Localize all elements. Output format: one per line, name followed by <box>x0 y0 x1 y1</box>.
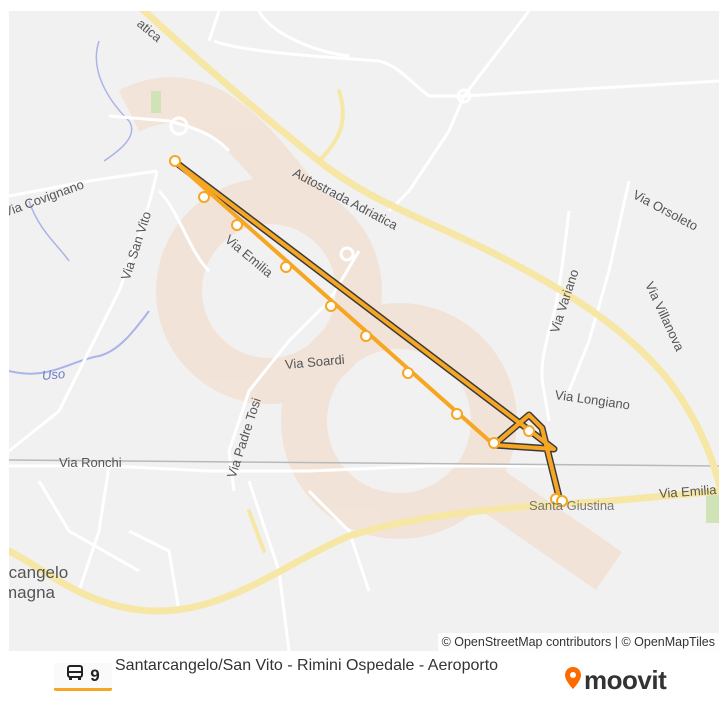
brand-name: moovit <box>584 665 667 695</box>
moovit-watermark <box>118 77 623 590</box>
street-label-via-ronchi: Via Ronchi <box>59 455 122 470</box>
park-area <box>151 91 161 113</box>
map-attribution[interactable]: © OpenStreetMap contributors | © OpenMap… <box>437 633 719 651</box>
route-stop[interactable] <box>488 437 500 449</box>
route-map[interactable]: atica Autostrada Adriatica Via Covignano… <box>9 11 719 651</box>
park-area <box>706 491 719 523</box>
route-stop[interactable] <box>169 155 181 167</box>
roundabout <box>339 246 355 262</box>
place-label-santa-giustina: Santa Giustina <box>529 498 615 513</box>
roundabout <box>456 88 472 104</box>
route-stop[interactable] <box>280 261 292 273</box>
roundabout <box>169 116 189 136</box>
major-roads <box>9 11 719 615</box>
river-uso <box>9 310 150 375</box>
route-stop[interactable] <box>231 219 243 231</box>
town-label: rcangelo magna <box>9 563 68 602</box>
street-label-via-emilia-east: Via Emilia <box>658 482 717 501</box>
route-footer: 9 Santarcangelo/San Vito - Rimini Ospeda… <box>9 651 719 706</box>
route-stop[interactable] <box>523 425 535 437</box>
route-stop[interactable] <box>451 408 463 420</box>
water-label-uso: Uso <box>41 366 66 383</box>
town-label-line-2: magna <box>9 582 55 602</box>
railway <box>9 459 719 467</box>
route-stops <box>169 155 568 507</box>
town-label-line-1: rcangelo <box>9 563 69 582</box>
route-stop[interactable] <box>325 300 337 312</box>
route-number: 9 <box>90 665 100 685</box>
route-stop[interactable] <box>556 495 568 507</box>
route-stop[interactable] <box>402 367 414 379</box>
stream <box>28 200 70 262</box>
minor-roads <box>9 11 719 651</box>
route-line <box>172 159 562 502</box>
route-badge: 9 <box>54 663 112 691</box>
route-stop[interactable] <box>360 330 372 342</box>
location-pin-icon <box>564 666 582 695</box>
moovit-logo[interactable]: moovit <box>564 665 667 695</box>
route-title: Santarcangelo/San Vito - Rimini Ospedale… <box>115 657 499 674</box>
stream <box>95 40 133 162</box>
map-canvas <box>9 11 719 651</box>
route-stop[interactable] <box>198 191 210 203</box>
bus-icon <box>66 664 84 687</box>
